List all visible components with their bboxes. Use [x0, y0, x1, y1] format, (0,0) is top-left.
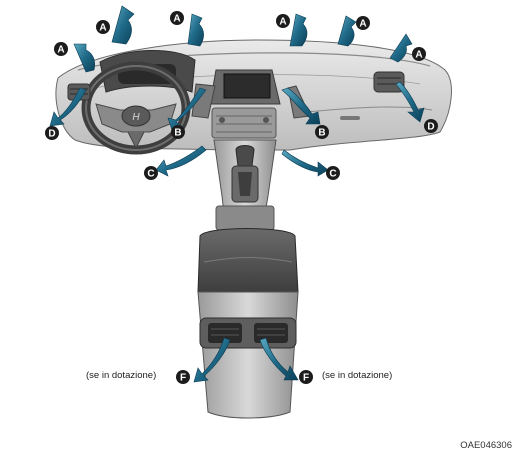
label-a3-text: A	[279, 17, 286, 28]
airflow-labels: A A A A A A B B	[45, 11, 438, 384]
label-d-right-text: D	[427, 122, 434, 133]
gear-shift-knob	[235, 145, 255, 167]
label-f-left-text: F	[180, 373, 186, 384]
airflow-arrows	[49, 5, 425, 383]
climate-controls	[211, 107, 277, 139]
optional-note-right: (se in dotazione)	[322, 370, 393, 381]
label-a6-text: A	[57, 45, 64, 56]
airflow-arrow-d-right	[395, 81, 425, 123]
airflow-arrow-f-left	[193, 337, 231, 383]
airflow-arrow-a1	[111, 5, 135, 45]
label-c-right: C	[326, 166, 340, 180]
airflow-arrow-b-right	[281, 87, 321, 125]
label-b-right: B	[315, 125, 329, 139]
console-body	[197, 291, 299, 419]
rear-vent-left	[208, 323, 242, 343]
label-c-left-text: C	[147, 169, 154, 180]
airflow-arrow-a4	[337, 15, 357, 47]
label-d-right: D	[424, 119, 438, 133]
image-reference-code: OAE046306	[460, 440, 512, 451]
right-side-vent	[373, 71, 405, 93]
label-a6: A	[54, 42, 68, 56]
label-b-right-text: B	[318, 128, 325, 139]
label-f-left: F	[176, 370, 190, 384]
airflow-arrow-c-right	[281, 149, 329, 177]
label-d-left-text: D	[48, 129, 55, 140]
label-a4: A	[356, 16, 370, 30]
label-c-left: C	[144, 166, 158, 180]
label-d-left: D	[45, 126, 59, 140]
armrest	[197, 228, 299, 299]
label-f-right-text: F	[303, 373, 309, 384]
airflow-arrow-f-right	[259, 337, 299, 381]
label-a2: A	[170, 11, 184, 25]
label-f-right: F	[299, 370, 313, 384]
airflow-arrow-a3	[289, 13, 308, 47]
optional-note-left: (se in dotazione)	[86, 370, 157, 381]
hyundai-logo-icon: H	[132, 112, 140, 123]
dashboard: H	[55, 39, 452, 155]
label-a5: A	[412, 47, 426, 61]
label-b-left-text: B	[174, 128, 181, 139]
center-tunnel	[213, 139, 277, 233]
airflow-arrow-c-left	[155, 145, 207, 177]
label-a4-text: A	[359, 19, 366, 30]
label-a1-text: A	[99, 23, 106, 34]
label-a1: A	[96, 20, 110, 34]
rear-console	[197, 228, 299, 419]
center-screen	[223, 73, 271, 99]
airflow-arrow-a6	[73, 43, 96, 73]
label-a5-text: A	[415, 50, 422, 61]
rear-vent-right	[254, 323, 288, 343]
label-a2-text: A	[173, 14, 180, 25]
label-c-right-text: C	[329, 169, 336, 180]
airflow-arrow-d-left	[49, 87, 87, 127]
label-b-left: B	[171, 125, 185, 139]
airflow-arrow-a2	[187, 13, 204, 47]
airflow-arrow-b-left	[167, 87, 207, 131]
label-a3: A	[276, 14, 290, 28]
airflow-arrow-a5	[389, 33, 413, 63]
